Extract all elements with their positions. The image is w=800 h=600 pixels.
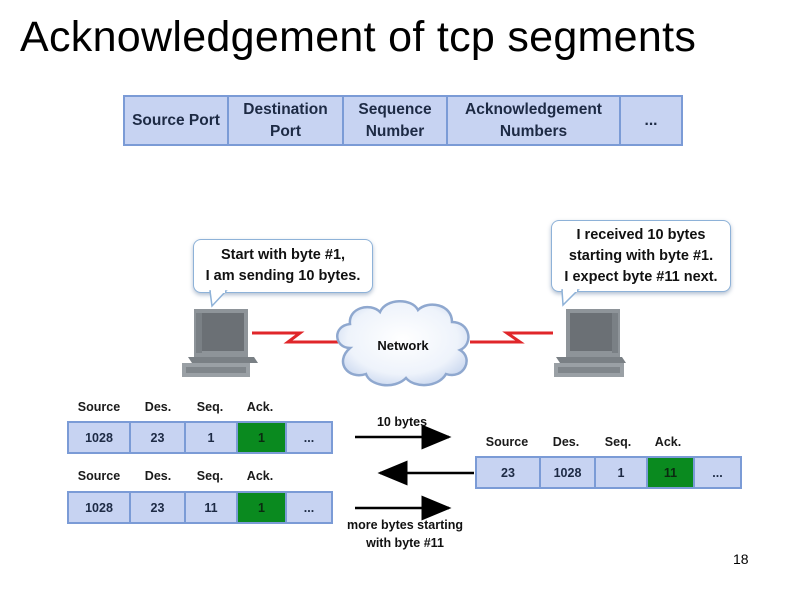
second-segment-row: 1028 23 11 1 ... (67, 491, 333, 524)
field-more-ellipsis: ... (644, 111, 658, 129)
receiver-computer-icon (554, 309, 626, 377)
first-segment-column-labels: Source Des. Seq. Ack. (67, 400, 332, 418)
field-sequence-number: Sequence Number (344, 97, 448, 144)
column-label-source: Source (485, 435, 529, 449)
segment-destination-value: 1028 (541, 458, 596, 487)
column-label-ack: Ack. (654, 435, 682, 449)
field-destination-port: Destination Port (229, 97, 344, 144)
segment-source-value: 23 (477, 458, 541, 487)
second-segment-arrow-label: more bytes starting with byte #11 (330, 516, 480, 552)
segment-more-ellipsis: ... (712, 465, 723, 480)
segment-more-ellipsis: ... (303, 430, 315, 445)
column-label-destination: Des. (144, 469, 172, 483)
left-network-link (252, 331, 338, 344)
second-segment-column-labels: Source Des. Seq. Ack. (67, 469, 332, 487)
tcp-header-fields-table: Source Port Destination Port Sequence Nu… (123, 95, 683, 146)
first-segment-row: 1028 23 1 1 ... (67, 421, 333, 454)
first-arrow-label: 10 bytes (376, 415, 428, 429)
field-acknowledgement-numbers: Acknowledgement Numbers (448, 97, 621, 144)
segment-ack-value: 11 (648, 458, 695, 487)
segment-sequence-value: 11 (186, 493, 238, 522)
segment-ack-value: 1 (238, 423, 287, 452)
sender-bubble-line1: Start with byte #1, (220, 247, 346, 263)
receiver-bubble-line2: starting with byte #1. (568, 247, 714, 264)
sender-computer-icon (182, 309, 258, 377)
column-label-source: Source (77, 400, 121, 414)
segment-source-value: 1028 (69, 493, 131, 522)
slide-title: Acknowledgement of tcp segments (20, 13, 697, 61)
network-cloud-icon (336, 300, 470, 387)
second-arrow-label-line1: more bytes starting (346, 518, 463, 532)
right-network-link (470, 331, 553, 344)
sender-bubble-tail (209, 290, 228, 308)
segment-destination-value: 23 (131, 423, 186, 452)
receiver-bubble-line1: I received 10 bytes (576, 226, 706, 243)
sender-bubble-line2: I am sending 10 bytes. (205, 268, 361, 284)
reply-segment-column-labels: Source Des. Seq. Ack. (475, 435, 740, 453)
column-label-sequence: Seq. (604, 435, 632, 449)
receiver-bubble-tail (561, 289, 580, 307)
column-label-source: Source (77, 469, 121, 483)
sender-speech-bubble: Start with byte #1, I am sending 10 byte… (193, 239, 373, 293)
column-label-sequence: Seq. (196, 469, 224, 483)
field-source-port: Source Port (125, 97, 229, 144)
segment-ack-value: 1 (238, 493, 287, 522)
second-arrow-label-line2: with byte #11 (366, 536, 444, 550)
page-number: 18 (733, 551, 749, 567)
receiver-bubble-line3: I expect byte #11 next. (564, 268, 718, 285)
network-label: Network (377, 338, 429, 353)
receiver-speech-bubble: I received 10 bytes starting with byte #… (551, 220, 731, 292)
reply-segment-row: 23 1028 1 11 ... (475, 456, 742, 489)
segment-sequence-value: 1 (186, 423, 238, 452)
column-label-ack: Ack. (246, 469, 274, 483)
column-label-sequence: Seq. (196, 400, 224, 414)
segment-more-ellipsis: ... (303, 500, 315, 515)
column-label-destination: Des. (552, 435, 580, 449)
segment-source-value: 1028 (69, 423, 131, 452)
segment-destination-value: 23 (131, 493, 186, 522)
segment-sequence-value: 1 (596, 458, 648, 487)
column-label-ack: Ack. (246, 400, 274, 414)
column-label-destination: Des. (144, 400, 172, 414)
